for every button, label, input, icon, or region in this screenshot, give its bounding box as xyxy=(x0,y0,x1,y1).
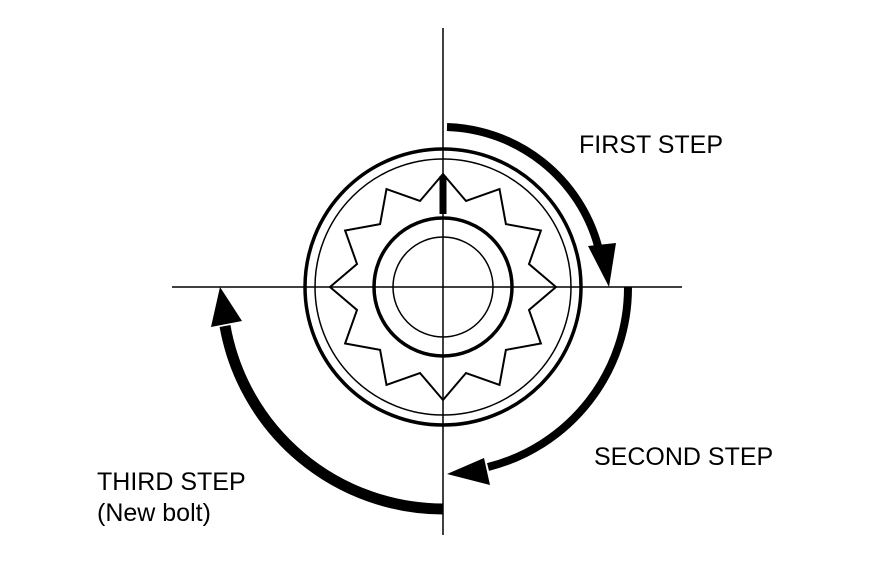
twelve-point-head xyxy=(328,172,558,402)
third-step-arc xyxy=(219,325,444,515)
first-step-label: FIRST STEP xyxy=(579,131,723,159)
second-step-label: SECOND STEP xyxy=(594,443,773,471)
second-step-arc xyxy=(487,286,633,471)
flange-outer-circle xyxy=(303,147,583,427)
third-step-label: THIRD STEP xyxy=(97,468,246,496)
second-step-arrowhead-icon xyxy=(447,458,490,485)
bore-outer-circle xyxy=(372,216,514,358)
flange-inner-circle xyxy=(314,158,572,416)
first-step-arrowhead-icon xyxy=(588,243,616,287)
bore-inner-circle xyxy=(392,236,494,338)
third-step-arrowhead-icon xyxy=(211,287,242,327)
third-step-note: (New bolt) xyxy=(97,499,211,527)
first-step-arc xyxy=(446,123,602,248)
